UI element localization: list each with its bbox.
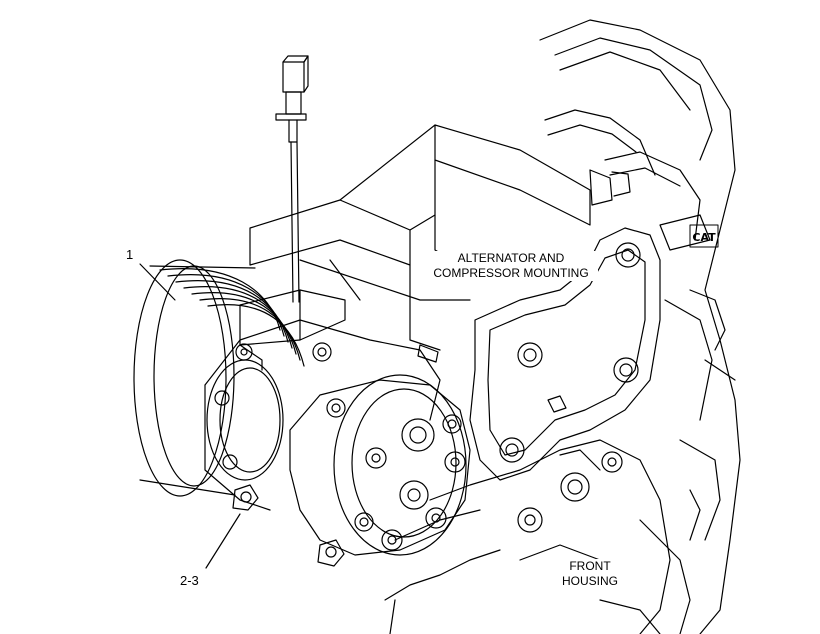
leader-line-1: [139, 263, 176, 301]
leader-line-2-3: [205, 513, 241, 569]
label-alternator-line2: COMPRESSOR MOUNTING: [433, 266, 589, 280]
label-alternator-line1: ALTERNATOR AND: [457, 251, 565, 265]
upper-mounting-plate: [249, 124, 591, 351]
leader-lines: [139, 263, 241, 569]
mounting-bracket: [469, 227, 661, 481]
engine-block: [539, 19, 741, 634]
callout-1: 1: [126, 247, 134, 262]
label-alternator-compressor-mounting: ALTERNATOR AND COMPRESSOR MOUNTING: [424, 251, 598, 281]
label-front-line2: HOUSING: [561, 574, 618, 588]
label-front-housing: FRONT HOUSING: [557, 559, 623, 589]
svg-text:CAT: CAT: [692, 231, 716, 244]
cat-logo: CAT: [689, 224, 719, 248]
mounting-bolts: [232, 484, 345, 567]
callout-2-3: 2-3: [180, 573, 199, 588]
front-housing: [384, 439, 671, 634]
compressor-head: [289, 374, 471, 556]
wire-harness: [275, 55, 309, 303]
compressor-body: [204, 289, 441, 511]
label-front-line1: FRONT: [569, 559, 611, 573]
